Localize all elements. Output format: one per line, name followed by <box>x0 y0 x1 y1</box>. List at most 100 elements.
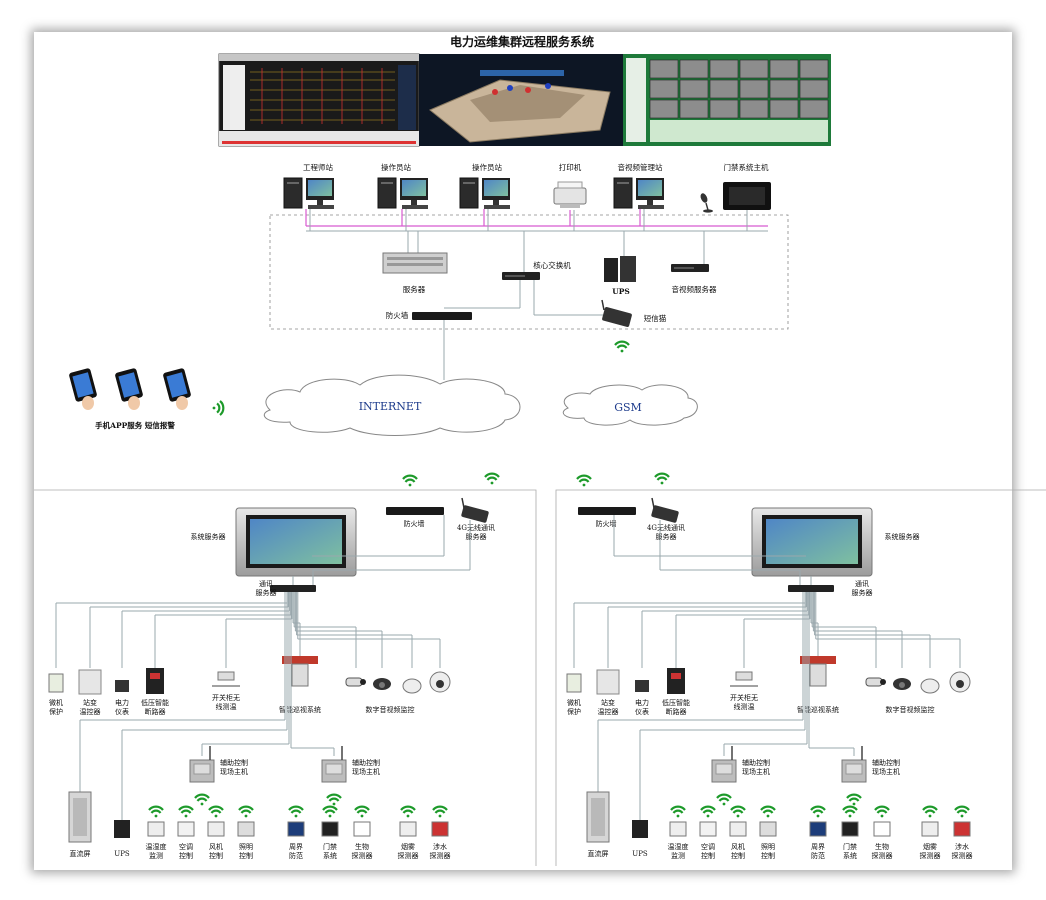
wifi-icon-site1-b <box>483 472 501 486</box>
wifi-icon-light-control <box>237 805 255 819</box>
label-ac-control-line1: 空调 <box>179 842 193 851</box>
access-control-icon <box>841 821 859 837</box>
label-wireless-temp-line1: 开关柜无 <box>730 693 758 702</box>
wifi-icon-fan-control <box>729 805 747 819</box>
internet-cloud <box>263 374 521 436</box>
access-panel-icon <box>723 182 771 210</box>
smoke-detector-icon <box>921 821 939 837</box>
bio-detector-icon <box>353 821 371 837</box>
patrol-robot-icon <box>282 656 318 664</box>
firewall-icon <box>386 507 444 515</box>
label-4g-server-line2: 服务器 <box>656 532 677 541</box>
video-wall-screenshot <box>623 54 831 146</box>
operator-station-icon-2 <box>459 177 511 210</box>
label-perimeter-line1: 周界 <box>811 843 825 851</box>
label-wireless-temp-line2: 线测温 <box>734 702 755 711</box>
label-bio-detector-line2: 探测器 <box>352 851 373 860</box>
smart-breaker-icon <box>667 668 685 694</box>
label-temp-humidity-line2: 监测 <box>671 851 685 860</box>
label-wireless-temp-line2: 线测温 <box>216 702 237 711</box>
label-power-meter-line2: 仪表 <box>635 707 649 716</box>
label-fan-control-line2: 控制 <box>731 851 745 860</box>
label-ups: UPS <box>114 850 130 858</box>
label-patrol-system: 智能巡视系统 <box>797 705 839 714</box>
label-aux-control-1: 辅助控制 <box>872 758 900 767</box>
ac-control-icon <box>699 821 717 837</box>
label-aux-control-2: 现场主机 <box>872 767 900 776</box>
bullet-camera-icon <box>345 677 367 687</box>
label-perimeter-line2: 防范 <box>289 851 303 860</box>
label-access-control-line2: 系统 <box>323 851 337 860</box>
label-4g-server-line1: 4G无线通讯 <box>647 523 685 532</box>
label-micro-protection-line2: 保护 <box>567 707 581 716</box>
label-smart-breaker-line1: 低压智能 <box>141 698 169 707</box>
mobile-phones <box>69 368 191 410</box>
label-water-detector-line1: 涉水 <box>955 842 969 851</box>
label-water-detector-line2: 探测器 <box>952 851 973 860</box>
4g-wireless-server-icon <box>461 505 489 523</box>
label-temp-controller-line1: 站变 <box>601 698 615 707</box>
wifi-icon-ac-control <box>699 805 717 819</box>
water-detector-icon <box>953 821 971 837</box>
temp-humidity-icon <box>669 821 687 837</box>
label-access-control-line2: 系统 <box>843 851 857 860</box>
wifi-icon-site1-a <box>401 474 419 488</box>
label-access-control-line1: 门禁 <box>843 842 857 851</box>
microphone-icon <box>700 193 713 213</box>
dc-panel-door <box>73 798 87 836</box>
ac-control-icon <box>177 821 195 837</box>
label-aux-control-2: 现场主机 <box>742 767 770 776</box>
dome-camera-icon <box>893 678 911 690</box>
wifi-icon-gsm <box>613 340 631 354</box>
label-bio-detector-line2: 探测器 <box>872 851 893 860</box>
wifi-icon-smoke-detector <box>921 805 939 819</box>
label-dc-panel: 直流屏 <box>588 849 609 858</box>
wifi-icon-water-detector <box>431 805 449 819</box>
label-firewall-top: 防火墙 <box>386 310 409 320</box>
wifi-icon-water-detector <box>953 805 971 819</box>
label-ac-control-line1: 空调 <box>701 842 715 851</box>
wifi-icon-aux <box>193 793 211 807</box>
perimeter-icon <box>287 821 305 837</box>
wireless-temp-icon <box>735 671 753 681</box>
ups-icon-top <box>604 256 636 282</box>
wifi-icon-fan-control <box>207 805 225 819</box>
perimeter-icon <box>809 821 827 837</box>
label-server: 服务器 <box>403 284 426 294</box>
label-operator-1: 操作员站 <box>381 162 411 172</box>
fan-control-icon <box>729 821 747 837</box>
wifi-icon-aux <box>845 793 863 807</box>
label-micro-protection-line2: 保护 <box>49 707 63 716</box>
light-control-icon <box>759 821 777 837</box>
sms-modem-icon <box>601 299 632 327</box>
label-comm-server-line1: 通讯 <box>259 579 273 588</box>
label-aux-control-1: 辅助控制 <box>742 758 770 767</box>
av-server-icon <box>671 264 709 272</box>
label-core-switch: 核心交换机 <box>533 260 571 270</box>
label-fan-control-line1: 风机 <box>209 842 223 851</box>
dome-camera-white-icon <box>402 678 422 694</box>
label-4g-server-line1: 4G无线通讯 <box>457 523 495 532</box>
4g-wireless-server-icon <box>651 505 679 523</box>
wifi-icon-light-control <box>759 805 777 819</box>
label-light-control-line2: 控制 <box>761 851 775 860</box>
label-power-meter-line1: 电力 <box>635 698 649 707</box>
label-temp-humidity-line1: 温湿度 <box>146 842 167 851</box>
label-firewall: 防火墙 <box>404 519 425 528</box>
label-aux-control-2: 现场主机 <box>352 767 380 776</box>
label-smoke-detector-line2: 探测器 <box>398 851 419 860</box>
monitor-screen-content <box>766 519 858 564</box>
label-temp-humidity-line2: 监测 <box>149 851 163 860</box>
wifi-icon-site2-b <box>653 472 671 486</box>
light-control-icon <box>237 821 255 837</box>
label-smoke-detector-line2: 探测器 <box>920 851 941 860</box>
wifi-icon-temp-humidity <box>147 805 165 819</box>
comm-server-icon <box>788 585 834 592</box>
label-comm-server-line2: 服务器 <box>256 588 277 597</box>
ptz-lens <box>436 680 444 688</box>
label-system-server: 系统服务器 <box>191 532 226 541</box>
label-ac-control-line2: 控制 <box>701 851 715 860</box>
label-smart-breaker-line2: 断路器 <box>145 707 166 716</box>
power-meter-icon <box>115 680 129 692</box>
